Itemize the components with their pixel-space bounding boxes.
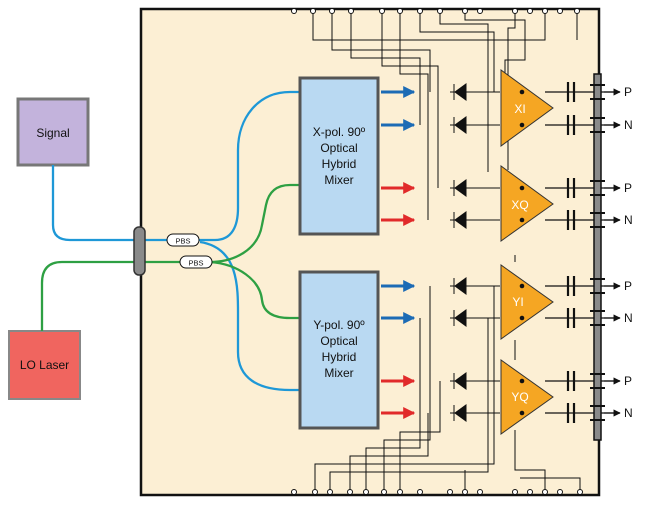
capacitor-icon — [566, 210, 576, 230]
output-arrows — [604, 88, 621, 417]
photodiode-icon — [453, 309, 467, 327]
pbs-lo-label: PBS — [188, 259, 203, 268]
optical-fibers — [40, 90, 300, 392]
y-mixer-line-3: Hybrid — [322, 350, 357, 364]
pbs-signal: PBS — [166, 233, 200, 247]
pbs-lo: PBS — [179, 255, 213, 269]
output-yq-p: P — [624, 374, 632, 388]
capacitor-icon — [566, 82, 576, 102]
amplifier-yq-label: YQ — [511, 390, 528, 404]
mixer-output-arrows — [381, 86, 416, 419]
x-mixer-line-1: X-pol. 90º — [313, 125, 366, 139]
photodiode-icon — [453, 83, 467, 101]
signal-source: Signal — [16, 97, 90, 167]
y-pol-hybrid-mixer: Y-pol. 90º Optical Hybrid Mixer — [298, 270, 380, 430]
photodiode-icon — [453, 372, 467, 390]
lo-laser-source: LO Laser — [8, 330, 81, 400]
photodiode-icon — [453, 404, 467, 422]
amplifier-yq: YQ — [500, 359, 554, 435]
capacitor-icon — [566, 115, 576, 135]
output-xq-n: N — [624, 213, 633, 227]
pbs-signal-label: PBS — [175, 237, 190, 246]
output-yi-p: P — [624, 279, 632, 293]
capacitor-icon — [566, 308, 576, 328]
capacitors — [566, 82, 576, 423]
fiber-feedthrough — [133, 226, 146, 276]
signal-fiber-y — [199, 240, 300, 392]
output-yq-n: N — [624, 406, 633, 420]
signal-fiber — [51, 90, 300, 242]
capacitor-icon — [566, 276, 576, 296]
photodiode-icon — [453, 179, 467, 197]
output-xi-p: P — [624, 85, 632, 99]
photodiode-icon — [453, 211, 467, 229]
output-xq-p: P — [624, 181, 632, 195]
amplifier-yi: YI — [500, 264, 554, 340]
output-xi-n: N — [624, 118, 633, 132]
amplifier-xi: XI — [500, 69, 554, 147]
x-mixer-line-2: Optical — [320, 141, 357, 155]
output-yi-n: N — [624, 311, 633, 325]
junction-dots — [519, 89, 525, 416]
output-labels: P N P N P N P N — [624, 85, 633, 420]
y-mixer-line-1: Y-pol. 90º — [313, 318, 365, 332]
lo-fiber-y — [209, 260, 300, 320]
amplifier-xq: XQ — [500, 165, 554, 242]
y-mixer-line-4: Mixer — [324, 366, 353, 380]
rf-feedthrough — [593, 73, 602, 441]
capacitor-icon — [566, 371, 576, 391]
amplifier-yi-label: YI — [512, 295, 523, 309]
x-mixer-line-4: Mixer — [324, 173, 353, 187]
x-mixer-line-3: Hybrid — [322, 157, 357, 171]
lo-fiber — [40, 183, 300, 331]
photodiode-icon — [453, 116, 467, 134]
signal-label: Signal — [36, 126, 69, 140]
capacitor-icon — [566, 178, 576, 198]
package-pins — [291, 8, 583, 495]
y-mixer-line-2: Optical — [320, 334, 357, 348]
amplifier-xq-label: XQ — [511, 198, 528, 212]
amplifier-xi-label: XI — [514, 102, 525, 116]
lo-laser-label: LO Laser — [20, 358, 69, 372]
x-pol-hybrid-mixer: X-pol. 90º Optical Hybrid Mixer — [298, 76, 380, 236]
photodiodes — [453, 83, 467, 422]
rf-feedthrough-pins — [590, 84, 605, 421]
capacitor-icon — [566, 403, 576, 423]
photodiode-icon — [453, 277, 467, 295]
